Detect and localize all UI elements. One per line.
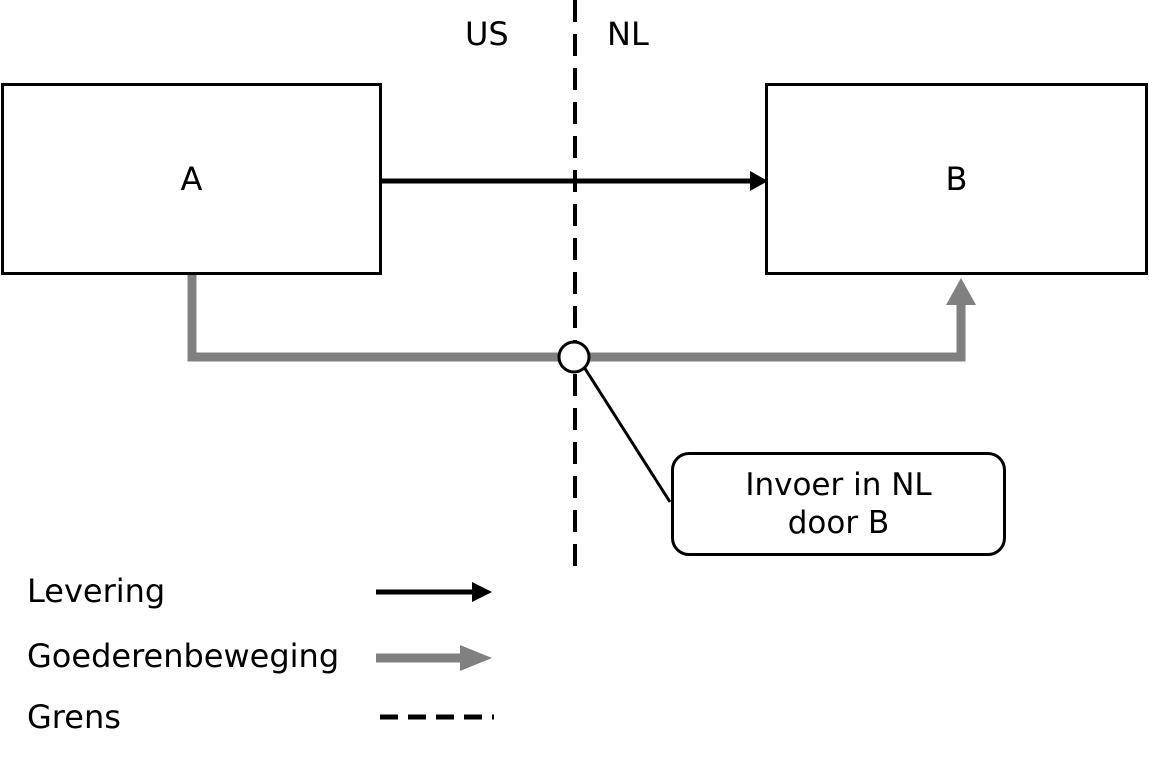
node-a-label: A — [180, 160, 203, 198]
node-b-label: B — [945, 160, 968, 198]
callout-line-1: Invoer in NL — [745, 467, 932, 503]
region-label-us: US — [465, 15, 509, 53]
region-label-nl: NL — [607, 15, 649, 53]
node-b: B — [765, 83, 1148, 275]
legend-goods-arrowhead — [460, 645, 492, 671]
callout-line-2: door B — [787, 505, 890, 541]
legend-label-goods-movement: Goederenbeweging — [27, 637, 340, 675]
legend-label-delivery: Levering — [27, 572, 166, 610]
delivery-arrowhead — [750, 171, 768, 191]
legend-delivery-arrowhead — [472, 582, 492, 602]
import-point-circle — [557, 340, 591, 374]
legend-label-border: Grens — [27, 698, 121, 736]
import-callout: Invoer in NL door B — [671, 452, 1006, 556]
node-a: A — [1, 83, 382, 275]
goods-movement-arrowhead — [946, 278, 976, 305]
callout-connector — [582, 366, 672, 503]
